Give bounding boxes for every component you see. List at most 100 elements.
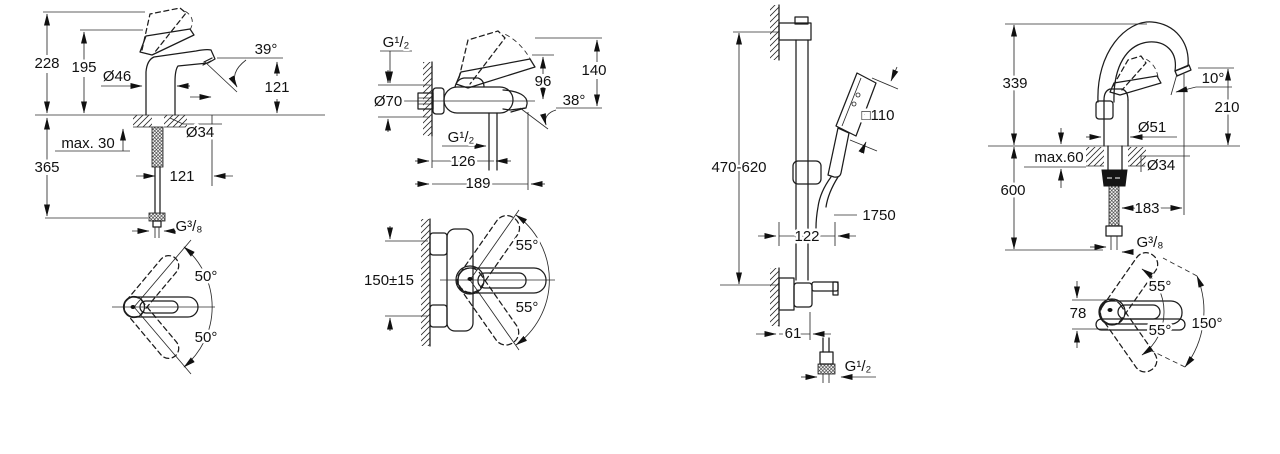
thread-label: G³/₈ <box>175 218 202 235</box>
basin-mixer-drawing: 228 195 Ø46 39° 121 Ø34 max. 30 365 121 … <box>32 7 325 375</box>
lever-dot <box>467 277 473 281</box>
rail-dimensions <box>720 31 899 380</box>
lever-pivot <box>1098 298 1126 326</box>
basin-top-view <box>112 239 215 375</box>
total-height-label: 339 <box>1002 75 1027 92</box>
bottom-bracket-arm <box>793 282 813 308</box>
lever-motion-arc <box>182 9 193 31</box>
lever-raised-dashed <box>458 30 506 85</box>
basin-dimensions <box>43 11 283 234</box>
hose-end-tube <box>822 337 830 353</box>
rail-fixture <box>770 4 877 383</box>
lever-handle <box>455 58 536 89</box>
body-height-label: 195 <box>71 59 96 76</box>
lever-up-label: 55° <box>1149 278 1172 295</box>
wall-hatch-top-view <box>421 219 430 346</box>
hose-end-tip <box>822 374 830 383</box>
bath-top-view <box>385 209 555 351</box>
threaded-hose <box>1108 185 1120 227</box>
head-size-label: □110 <box>862 107 895 124</box>
lever-top-view <box>457 267 547 294</box>
shower-hose <box>815 176 839 229</box>
body-diameter-label: Ø46 <box>103 68 131 85</box>
lever-motion-arc <box>1143 57 1159 78</box>
mount-thickness-label: max. 30 <box>61 135 114 152</box>
faucet-body <box>1103 99 1129 147</box>
lever-arc-up <box>1141 268 1165 313</box>
angle-tilted-line <box>1170 73 1178 96</box>
mixer-body <box>443 86 514 114</box>
hose-fitting <box>1105 225 1123 237</box>
basin-labels: 228 195 Ø46 39° 121 Ø34 max. 30 365 121 … <box>32 39 292 349</box>
basin-fixture <box>35 7 325 238</box>
hole-diameter-label: Ø34 <box>186 124 214 141</box>
mount-thickness-label: max.60 <box>1034 149 1083 166</box>
hole-diameter-label: Ø34 <box>1147 157 1175 174</box>
counter-hatch-left <box>133 115 152 127</box>
hook-lip <box>832 281 839 296</box>
lever-pivot <box>455 265 485 295</box>
swivel-up-label: 55° <box>516 237 539 254</box>
cartridge-dome <box>1103 88 1129 101</box>
bath-dimensions <box>378 37 602 190</box>
spout-angle-label: 38° <box>563 92 586 109</box>
aerator-line <box>510 107 526 113</box>
hook-ledge <box>811 281 839 292</box>
spout-height-label: 121 <box>264 79 289 96</box>
rail-range-label: 470-620 <box>711 159 766 176</box>
hose-end-body <box>819 351 834 365</box>
angle-leader <box>519 107 549 130</box>
supply-hose <box>154 166 161 214</box>
hole-leader <box>1140 155 1190 172</box>
lever-dot <box>1107 308 1113 312</box>
thread-label: G³/₈ <box>1136 234 1163 251</box>
kitchen-faucet-drawing: 339 10° 210 Ø51 max.60 Ø34 600 183 G³/₈ … <box>988 21 1242 373</box>
spout-height-label: 210 <box>1214 99 1239 116</box>
lever-height-label: 96 <box>535 73 552 90</box>
bracket-cap <box>794 16 809 25</box>
lever-top-view <box>123 296 199 318</box>
hose-tail <box>1110 236 1118 250</box>
spray-button <box>855 92 861 98</box>
total-height-label: 228 <box>34 55 59 72</box>
lever-dashed-up <box>457 214 521 294</box>
flange-upper <box>429 232 448 256</box>
flange-lower <box>429 304 448 328</box>
lever-top-view <box>1099 300 1183 325</box>
wall-hatch-bottom <box>770 268 779 326</box>
angle-leader <box>204 61 238 93</box>
rail-labels: 470-620 □110 1750 122 61 G¹/₂ <box>709 105 898 378</box>
spout-outlet <box>1174 64 1192 77</box>
lever-blade-top <box>1117 304 1161 320</box>
lever-arc-down <box>1141 311 1165 356</box>
bath-mixer-drawing: G¹/₂ Ø70 96 140 38° G¹/₂ 126 189 150±15 … <box>362 30 609 351</box>
wall-hatch-top <box>770 5 779 60</box>
mounting-shank <box>1107 145 1123 171</box>
mount-range-label: 150±15 <box>364 272 414 289</box>
head-face-line <box>841 77 862 127</box>
hose-tip <box>152 220 162 228</box>
thread-top-label: G¹/₂ <box>383 34 410 51</box>
range-ext <box>385 240 428 317</box>
thread-bottom-label: G¹/₂ <box>448 129 475 146</box>
thread-label: G¹/₂ <box>845 358 872 375</box>
top-bracket <box>778 22 812 41</box>
hose-tail <box>154 227 160 238</box>
total-height-label: 140 <box>581 62 606 79</box>
body-diameter-label: Ø51 <box>1138 119 1166 136</box>
mounting-nut <box>1101 169 1128 187</box>
swivel-arc <box>515 214 550 346</box>
lever-handle <box>139 28 195 56</box>
aerator-lines <box>202 57 213 66</box>
lever-blade-top <box>139 300 179 314</box>
spout-angle-label: 10° <box>1202 70 1225 87</box>
shower-rail-drawing: 470-620 □110 1750 122 61 G¹/₂ <box>709 4 899 383</box>
spout-projection-label: 189 <box>465 175 490 192</box>
bath-fixture <box>378 30 536 171</box>
rosette-ext <box>378 84 430 118</box>
hose-end-nut <box>817 363 836 375</box>
lever-raised-dashed <box>141 7 187 53</box>
hand-shower-handle <box>827 127 850 178</box>
